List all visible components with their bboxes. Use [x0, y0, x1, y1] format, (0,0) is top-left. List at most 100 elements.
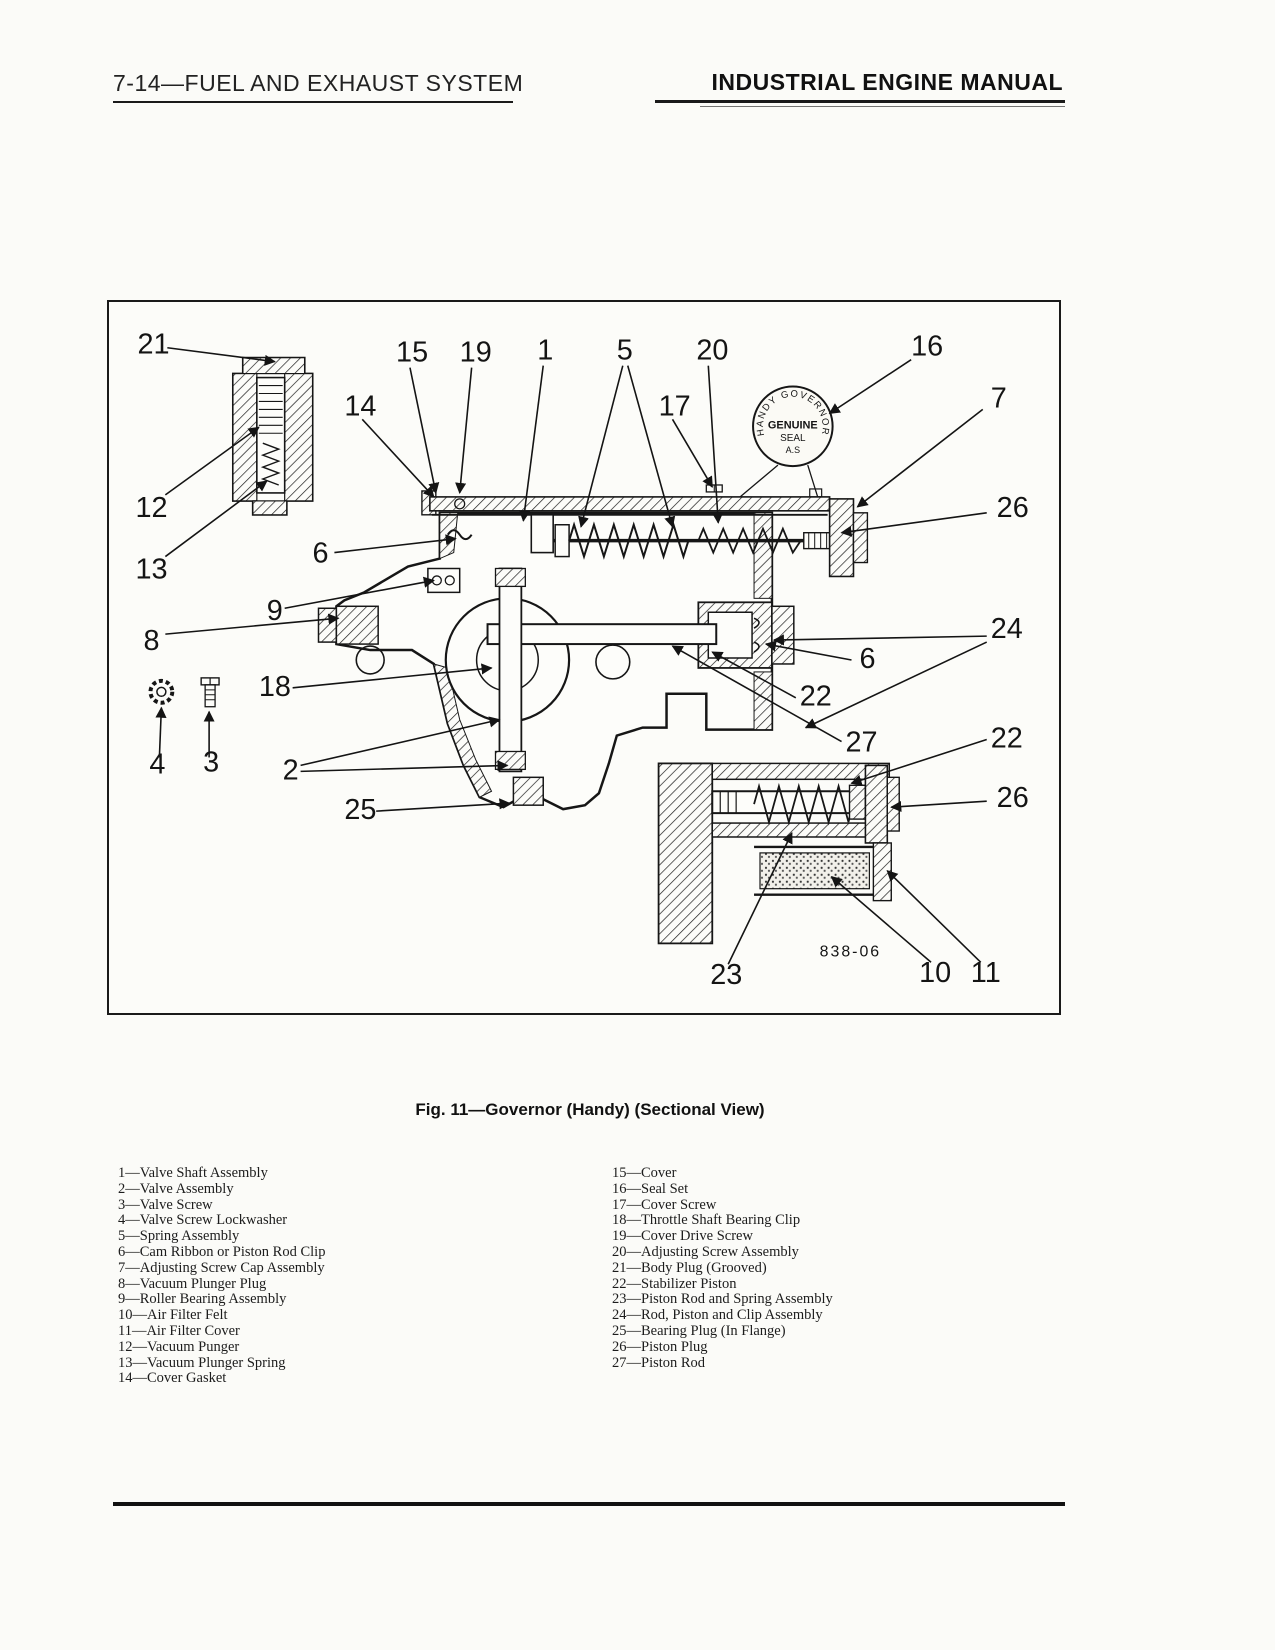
part-item: 6—Cam Ribbon or Piston Rod Clip — [118, 1243, 326, 1260]
part-item: 8—Vacuum Plunger Plug — [118, 1275, 267, 1292]
adjusting-screw-cap — [828, 498, 869, 578]
piston-rod — [486, 623, 718, 646]
seal-as-text: A.S — [786, 445, 800, 455]
parts-list-left: 1—Valve Shaft Assembly 2—Valve Assembly … — [118, 1165, 538, 1387]
part-item: 17—Cover Screw — [612, 1196, 717, 1213]
part-item: 12—Vacuum Punger — [118, 1338, 240, 1355]
part-item: 3—Valve Screw — [118, 1196, 213, 1213]
body-plug-assembly — [231, 356, 314, 516]
inset-stabilizer-piston — [848, 784, 867, 820]
callout-25: 25 — [344, 794, 376, 826]
callout-27: 27 — [846, 726, 878, 758]
callout-11: 11 — [971, 957, 1001, 989]
callout-12: 12 — [136, 492, 168, 524]
callout-14: 14 — [344, 390, 376, 422]
part-item: 2—Valve Assembly — [118, 1180, 234, 1197]
callout-15: 15 — [396, 337, 428, 369]
callout-24: 24 — [991, 613, 1023, 645]
header-rule-right-2 — [700, 106, 1065, 107]
part-item: 10—Air Filter Felt — [118, 1307, 228, 1324]
adjusting-screw — [803, 532, 831, 550]
callout-26b: 26 — [997, 782, 1029, 814]
callout-6a: 6 — [313, 538, 329, 570]
part-item: 1—Valve Shaft Assembly — [118, 1165, 268, 1181]
callout-1: 1 — [537, 335, 553, 367]
callout-17: 17 — [659, 390, 691, 422]
governor-body — [317, 511, 795, 811]
callout-22b: 22 — [991, 722, 1023, 754]
inset-assembly — [657, 762, 900, 945]
throttle-shaft — [498, 567, 523, 773]
part-item: 16—Seal Set — [612, 1180, 689, 1197]
part-item: 21—Body Plug (Grooved) — [612, 1259, 767, 1276]
part-item: 18—Throttle Shaft Bearing Clip — [612, 1212, 801, 1229]
part-item: 11—Air Filter Cover — [118, 1322, 240, 1339]
piston-rod-clip — [753, 617, 760, 653]
air-filter-felt — [759, 852, 870, 890]
cover-screw — [705, 484, 723, 493]
shaft-bearing-clip-bottom — [494, 750, 526, 771]
callout-4: 4 — [149, 748, 165, 780]
seal-genuine-text: GENUINE — [768, 419, 818, 431]
part-item: 24—Rod, Piston and Clip Assembly — [612, 1307, 823, 1324]
callout-18: 18 — [259, 671, 291, 703]
valve-screw — [200, 677, 220, 708]
header-rule-left — [113, 101, 513, 103]
part-item: 23—Piston Rod and Spring Assembly — [612, 1291, 833, 1308]
part-item: 7—Adjusting Screw Cap Assembly — [118, 1259, 325, 1276]
callout-26a: 26 — [997, 492, 1029, 524]
part-item: 5—Spring Assembly — [118, 1228, 240, 1245]
page-header-right: INDUSTRIAL ENGINE MANUAL — [711, 69, 1063, 95]
part-item: 25—Bearing Plug (In Flange) — [612, 1322, 786, 1339]
page-header-left: 7-14—FUEL AND EXHAUST SYSTEM — [113, 70, 524, 96]
cover-drive-screw — [454, 498, 466, 510]
figure-box: HANDY GOVERNOR GENUINE SEAL A.S — [107, 300, 1061, 1015]
callouts: 21 15 19 1 5 20 16 14 17 7 12 26 13 6 9 … — [136, 329, 1029, 991]
bottom-rule — [113, 1502, 1065, 1506]
part-item: 15—Cover — [612, 1165, 677, 1181]
part-item: 22—Stabilizer Piston — [612, 1275, 737, 1292]
callout-8: 8 — [143, 625, 159, 657]
inset-piston-rod — [711, 790, 863, 815]
cam-ribbon-clip — [446, 529, 473, 541]
spring-assembly — [446, 514, 831, 560]
governor-diagram: HANDY GOVERNOR GENUINE SEAL A.S — [136, 329, 1029, 991]
callout-10: 10 — [919, 957, 951, 989]
callout-9: 9 — [267, 595, 283, 627]
cover-assembly — [421, 484, 831, 516]
valve-screw-lockwasher — [148, 678, 175, 705]
callout-19: 19 — [460, 337, 492, 369]
part-item: 20—Adjusting Screw Assembly — [612, 1243, 799, 1260]
callout-6b: 6 — [859, 643, 875, 675]
callout-2: 2 — [283, 754, 299, 786]
bearing-plug — [512, 776, 544, 806]
part-item: 27—Piston Rod — [612, 1354, 706, 1371]
vacuum-plunger-plug — [317, 607, 338, 643]
part-item: 9—Roller Bearing Assembly — [118, 1291, 287, 1308]
callout-21: 21 — [138, 329, 170, 361]
seal-badge: HANDY GOVERNOR GENUINE SEAL A.S — [739, 385, 834, 498]
part-item: 26—Piston Plug — [612, 1338, 708, 1355]
callout-5: 5 — [617, 335, 633, 367]
part-item: 4—Valve Screw Lockwasher — [118, 1212, 288, 1229]
adjusting-screw-spring — [697, 526, 802, 555]
shaft-bearing-clip-top — [494, 567, 526, 588]
governor-spring — [568, 521, 690, 560]
part-item: 13—Vacuum Plunger Spring — [118, 1354, 286, 1371]
leader-lines — [155, 346, 988, 965]
valve-shaft — [530, 514, 554, 554]
cover-plate — [429, 496, 831, 512]
seal-seal-text: SEAL — [780, 433, 806, 444]
callout-23: 23 — [710, 959, 742, 991]
figure-caption: Fig. 11—Governor (Handy) (Sectional View… — [415, 1100, 765, 1119]
callout-13: 13 — [136, 553, 168, 585]
callout-16: 16 — [911, 331, 943, 363]
callout-20: 20 — [696, 335, 728, 367]
part-item: 14—Cover Gasket — [118, 1370, 227, 1387]
figure-code: 838-06 — [820, 943, 881, 960]
header-rule-right — [655, 100, 1065, 103]
callout-22a: 22 — [800, 681, 832, 713]
callout-3: 3 — [203, 746, 219, 778]
inset-spring — [753, 782, 863, 826]
vacuum-plunger — [256, 376, 286, 494]
